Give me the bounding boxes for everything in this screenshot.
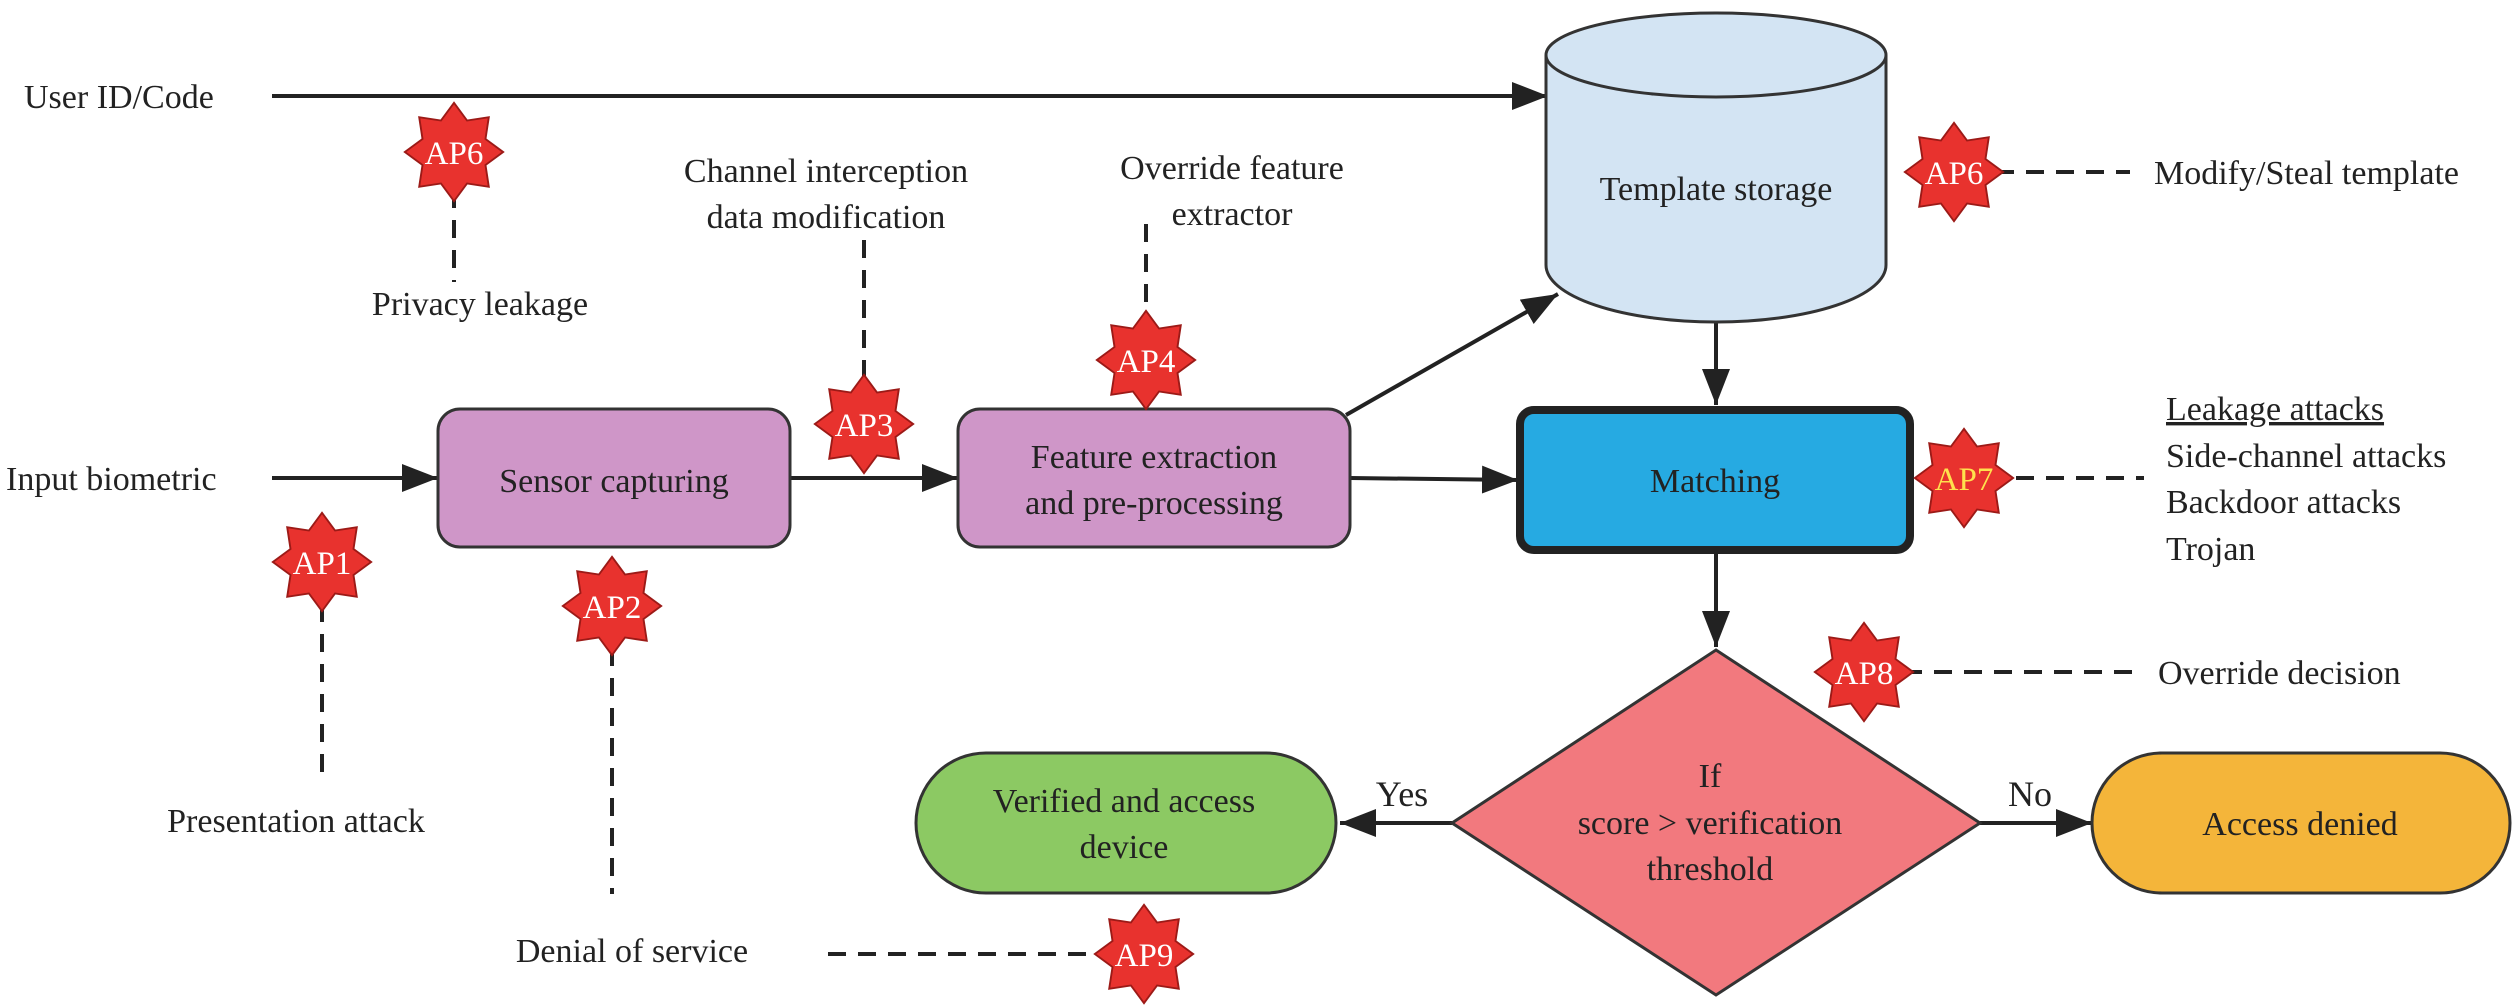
sensor-capturing-label: Sensor capturing: [499, 463, 728, 500]
ap6-storage-label: AP6: [1925, 156, 1984, 192]
ap3-label: AP3: [835, 408, 894, 444]
branch-no-label: No: [2008, 774, 2052, 814]
verified-terminal: [914, 751, 1338, 895]
override-feature-line1: Override feature: [1120, 150, 1344, 187]
feature-extraction-box: [956, 407, 1352, 549]
override-decision-label: Override decision: [2158, 655, 2401, 692]
backdoor-label: Backdoor attacks: [2166, 484, 2401, 521]
verified-label-line1: Verified and access: [993, 783, 1255, 820]
decision-label-line3: threshold: [1647, 851, 1774, 888]
leakage-attacks-title: Leakage attacks: [2166, 391, 2384, 428]
branch-yes-label: Yes: [1376, 774, 1428, 814]
ap7-label: AP7: [1935, 462, 1994, 498]
matching-box: [1516, 406, 1914, 554]
sensor-capturing-box: [436, 407, 792, 549]
template-storage-label: Template storage: [1600, 171, 1833, 208]
access-denied-terminal: [2090, 751, 2512, 895]
feature-extraction-label-line2: and pre-processing: [1025, 485, 1283, 522]
ap2-label: AP2: [583, 590, 642, 626]
ap1-label: AP1: [293, 546, 352, 582]
arrow-feature-to-matching: [1349, 465, 1519, 494]
decision-diamond: [1449, 648, 1983, 997]
decision-label-line2: score > verification: [1578, 805, 1843, 842]
arrow-feature-to-storage: [1345, 292, 1559, 417]
modify-template-label: Modify/Steal template: [2154, 155, 2459, 192]
privacy-leakage-label: Privacy leakage: [372, 286, 588, 323]
matching-label: Matching: [1650, 463, 1780, 500]
denial-of-service-label: Denial of service: [516, 933, 748, 970]
ap8-label: AP8: [1835, 656, 1894, 692]
feature-extraction-label-line1: Feature extraction: [1031, 439, 1277, 476]
ap4-label: AP4: [1117, 344, 1176, 380]
verified-label-line2: device: [1080, 829, 1169, 866]
decision-label-line1: If: [1699, 758, 1722, 795]
user-id-label: User ID/Code: [24, 79, 214, 116]
channel-interception-line2: data modification: [707, 199, 946, 236]
channel-interception-line1: Channel interception: [684, 153, 968, 190]
access-denied-label: Access denied: [2202, 806, 2397, 843]
presentation-attack-label: Presentation attack: [167, 803, 425, 840]
ap9-label: AP9: [1115, 938, 1174, 974]
trojan-label: Trojan: [2166, 531, 2255, 568]
template-storage-cylinder: [1544, 11, 1888, 324]
side-channel-label: Side-channel attacks: [2166, 438, 2446, 475]
input-biometric-label: Input biometric: [6, 461, 217, 498]
override-feature-line2: extractor: [1172, 196, 1293, 233]
ap6-top-label: AP6: [425, 136, 484, 172]
